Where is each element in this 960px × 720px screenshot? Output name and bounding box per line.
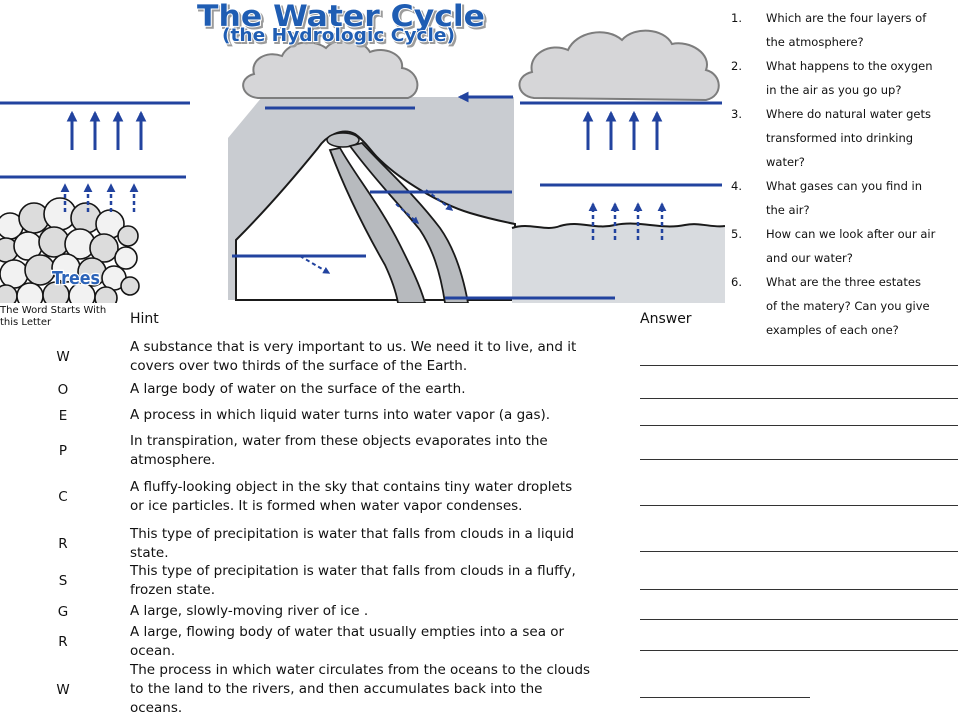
hint-text: A large, flowing body of water that usua…	[130, 624, 565, 659]
trees-cluster	[0, 197, 140, 303]
question-item: 3. Where do natural water gets transform…	[731, 102, 957, 174]
question-number: 4.	[731, 179, 742, 193]
letter-column-header: The Word Starts With this Letter	[0, 305, 107, 328]
tree	[24, 254, 56, 286]
mountain-peak	[326, 132, 360, 148]
table-row: R A large, flowing body of water that us…	[0, 623, 640, 661]
table-row: R This type of precipitation is water th…	[0, 525, 640, 563]
hint-column-header: Hint	[130, 311, 159, 327]
dashed-up-arrows	[60, 183, 667, 240]
dashed-down-arrow	[395, 203, 420, 224]
question-number: 6.	[731, 275, 742, 289]
dashed-down-arrows	[299, 189, 454, 274]
table-row: E A process in which liquid water turns …	[0, 406, 640, 425]
hint-text: A large, slowly-moving river of ice .	[130, 603, 369, 619]
table-row: W The process in which water circulates …	[0, 661, 640, 718]
answer-column-header: Answer	[640, 311, 692, 327]
water-cycle-diagram: The Water Cycle (the Hydrologic Cycle) T…	[0, 0, 725, 303]
question-item: 2. What happens to the oxygen in the air…	[731, 54, 957, 102]
answer-blank	[640, 425, 958, 426]
start-letter: P	[58, 443, 68, 459]
answer-blank	[640, 398, 958, 399]
hint-text: A fluffy-looking object in the sky that …	[130, 479, 573, 514]
answer-blank	[640, 551, 958, 552]
dashed-down-arrow	[425, 189, 454, 211]
question-item: 4. What gases can you find in the air?	[731, 174, 957, 222]
answer-blank	[640, 505, 958, 506]
tree	[16, 282, 44, 303]
table-row: G A large, slowly-moving river of ice .	[0, 602, 640, 621]
table-row: C A fluffy-looking object in the sky tha…	[0, 478, 640, 516]
hint-text: A large body of water on the surface of …	[130, 381, 466, 397]
question-text: Where do natural water gets transformed …	[766, 107, 931, 169]
river	[328, 146, 426, 303]
answer-blank	[640, 697, 810, 698]
question-number: 5.	[731, 227, 742, 241]
question-item: 5. How can we look after our air and our…	[731, 222, 957, 270]
question-item: 1. Which are the four layers of the atmo…	[731, 6, 957, 54]
tree	[89, 233, 119, 263]
start-letter: O	[57, 381, 69, 398]
start-letter: W	[56, 349, 70, 365]
start-letter: S	[58, 573, 68, 589]
tree	[117, 225, 139, 247]
hint-text: A substance that is very important to us…	[130, 339, 577, 374]
question-text: What gases can you find in the air?	[766, 179, 923, 217]
dashed-down-arrow	[299, 255, 331, 274]
table-row: S This type of precipitation is water th…	[0, 562, 640, 600]
cloud	[518, 29, 720, 102]
ocean	[512, 223, 725, 303]
start-letter: C	[58, 489, 68, 505]
cloud	[242, 39, 419, 99]
question-text: What are the three estates of the matery…	[766, 275, 930, 337]
start-letter: R	[58, 536, 68, 552]
hint-text: This type of precipitation is water that…	[130, 563, 576, 598]
question-text: Which are the four layers of the atmosph…	[766, 11, 927, 49]
question-text: How can we look after our air and our wa…	[766, 227, 936, 265]
table-row: P In transpiration, water from these obj…	[0, 432, 640, 470]
hint-text: The process in which water circulates fr…	[130, 662, 591, 716]
question-number: 1.	[731, 11, 742, 25]
trees-label: Trees	[52, 268, 100, 289]
hint-text: This type of precipitation is water that…	[130, 526, 575, 561]
diagram-title: The Water Cycle	[197, 0, 485, 33]
question-number: 2.	[731, 59, 742, 73]
start-letter: E	[58, 407, 68, 424]
table-row: W A substance that is very important to …	[0, 338, 640, 376]
tree	[120, 276, 140, 296]
question-item: 6. What are the three estates of the mat…	[731, 270, 957, 342]
hint-text: A process in which liquid water turns in…	[130, 407, 551, 423]
start-letter: W	[56, 681, 70, 698]
diagram-subtitle: (the Hydrologic Cycle)	[222, 25, 455, 46]
hint-text: In transpiration, water from these objec…	[130, 433, 548, 468]
answer-blank	[640, 589, 958, 590]
question-text: What happens to the oxygen in the air as…	[766, 59, 933, 97]
question-number: 3.	[731, 107, 742, 121]
start-letter: R	[58, 634, 68, 650]
label-blank-lines	[0, 101, 722, 300]
tree	[114, 246, 138, 270]
answer-blank	[640, 459, 958, 460]
answer-blank	[640, 619, 958, 620]
tree	[94, 286, 118, 303]
questions-list: 1. Which are the four layers of the atmo…	[731, 6, 957, 342]
answer-blank	[640, 365, 958, 366]
answer-blank	[640, 650, 958, 651]
up-arrows	[66, 110, 663, 150]
table-row: O A large body of water on the surface o…	[0, 380, 640, 399]
start-letter: G	[57, 603, 69, 620]
